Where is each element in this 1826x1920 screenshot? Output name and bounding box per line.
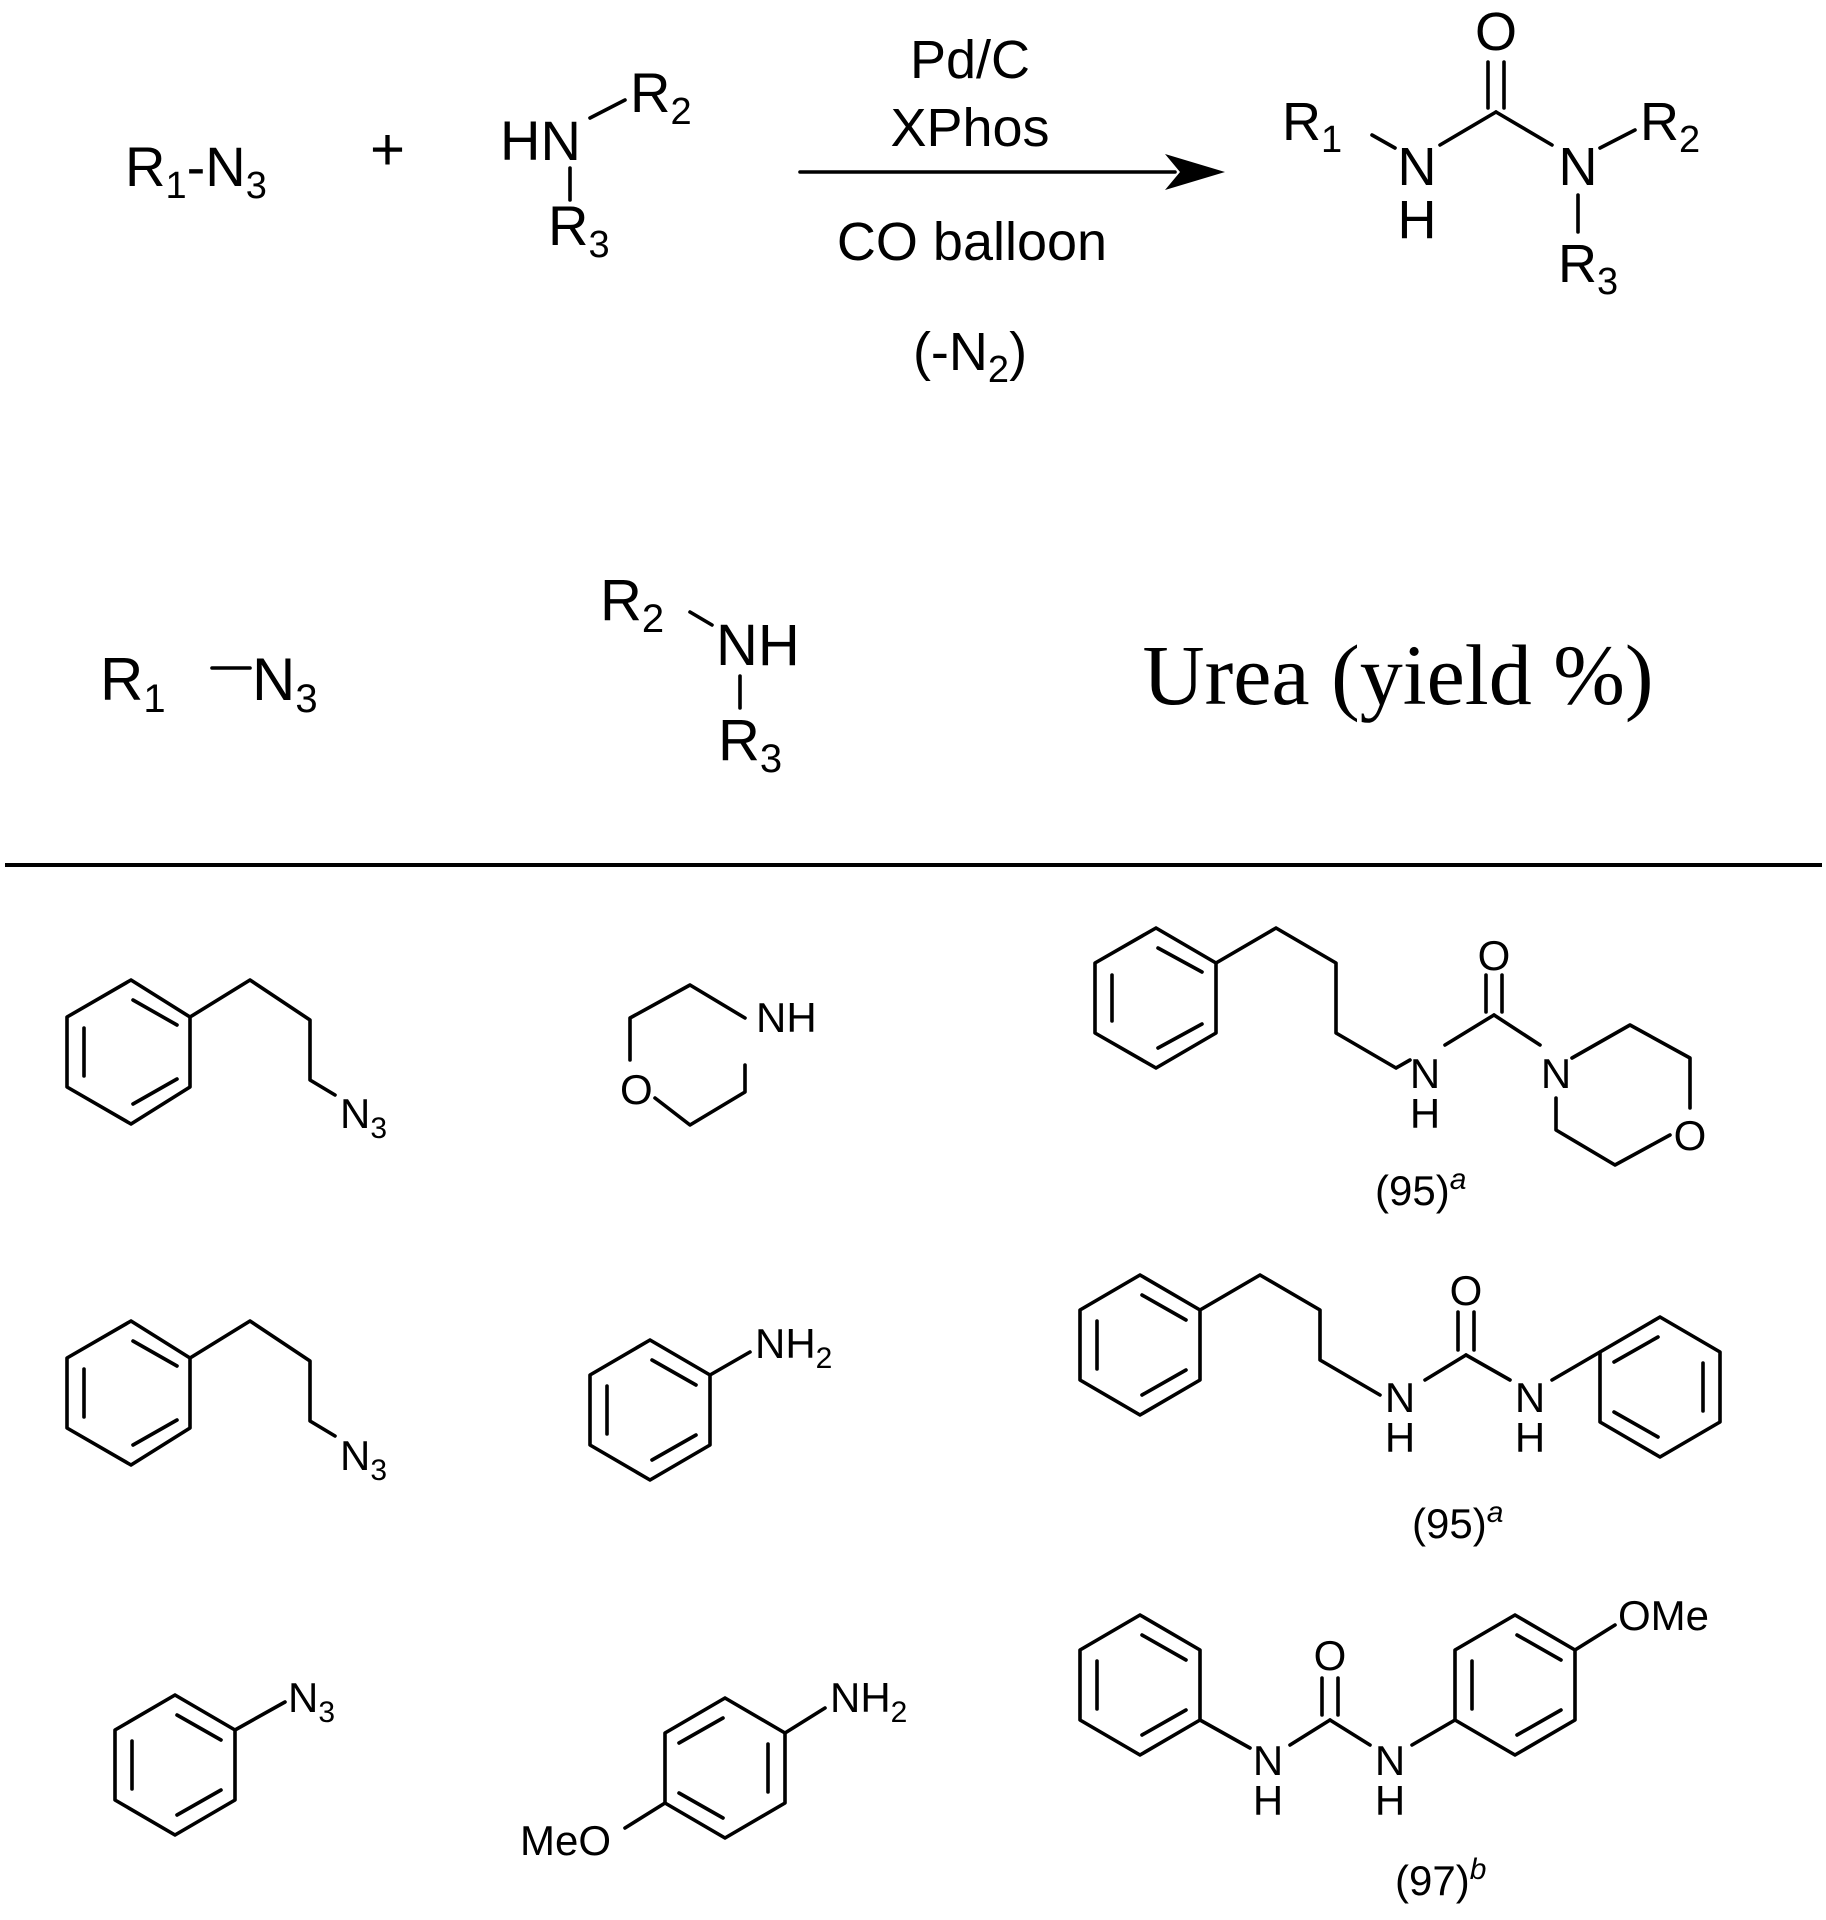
header-amine-r3: R3 <box>718 708 782 781</box>
reaction-arrow-group: Pd/C XPhos CO balloon (-N2) <box>798 30 1225 391</box>
yield-label-1: (95)a <box>1375 1163 1466 1214</box>
amine-reagent: HN R2 R3 <box>500 61 692 266</box>
amine-hn-label: HN <box>500 109 581 172</box>
urea-structure-3: N H O N H OMe <box>1078 1592 1709 1824</box>
product-r1: R1 <box>1282 92 1342 161</box>
header-azide: R1 <box>100 646 166 721</box>
header-urea-yield: Urea (yield %) <box>1143 627 1654 723</box>
morpholine-o: O <box>620 1066 653 1113</box>
urea-nh-h: H <box>1410 1090 1440 1137</box>
azide-structure-3: N3 <box>113 1674 335 1837</box>
aniline-nh2: NH2 <box>755 1320 832 1375</box>
header-amine-r2: R2 <box>600 568 664 641</box>
header-amine-nh: NH <box>716 613 800 678</box>
amine-structure-3: NH2 MeO <box>520 1674 907 1864</box>
header-azide-n3: N3 <box>252 646 318 721</box>
urea-nh2-n: N <box>1515 1374 1545 1421</box>
product-r2: R2 <box>1640 92 1700 161</box>
amine-structure-1: NH O <box>620 983 817 1127</box>
urea-nh-n: N <box>1385 1374 1415 1421</box>
azide-structure-2: N3 <box>65 1319 387 1487</box>
morpholine-nh: NH <box>756 994 817 1041</box>
urea-nh2-h: H <box>1515 1414 1545 1461</box>
urea-morpholine-n: N <box>1541 1050 1571 1097</box>
azide-structure-1: N3 <box>65 978 387 1145</box>
nitrogen-loss-label: (-N2) <box>913 322 1027 391</box>
amine-structure-2: NH2 <box>588 1320 832 1482</box>
table-row: N3 NH O O N H N O (95)a <box>65 926 1707 1214</box>
ligand-label: XPhos <box>890 98 1049 158</box>
table-row: N3 NH2 MeO N H O N H <box>113 1592 1709 1904</box>
amine-r2-label: R2 <box>630 61 692 133</box>
catalyst-label: Pd/C <box>910 30 1030 90</box>
urea-nh-n: N <box>1410 1050 1440 1097</box>
urea-structure-1: O N H N O <box>1093 926 1707 1167</box>
yield-label-2: (95)a <box>1412 1496 1503 1547</box>
product-nh-n: N <box>1398 137 1437 197</box>
urea-nh-h: H <box>1385 1414 1415 1461</box>
azide-n3-label: N3 <box>340 1432 387 1487</box>
urea-carbonyl-o: O <box>1314 1632 1347 1679</box>
urea-nh2-h: H <box>1375 1777 1405 1824</box>
azide-n3-label: N3 <box>288 1674 335 1729</box>
urea-structure-2: N H O N H <box>1078 1267 1722 1461</box>
amine-r3-label: R3 <box>548 194 610 266</box>
product-nh-h: H <box>1398 190 1437 250</box>
azide-n3-label: N3 <box>340 1090 387 1145</box>
plus-sign: + <box>370 116 405 183</box>
azide-reagent: R1-N3 <box>125 135 267 207</box>
co-balloon-label: CO balloon <box>837 212 1107 272</box>
product-n2: N <box>1559 137 1598 197</box>
urea-carbonyl-o: O <box>1450 1267 1483 1314</box>
anisidine-ome: MeO <box>520 1817 611 1864</box>
yield-label-3: (97)b <box>1395 1853 1486 1904</box>
reaction-equation: R1-N3 + HN R2 R3 Pd/C XPhos CO balloon (… <box>125 2 1700 391</box>
product-urea: O R1 N H N R2 R3 <box>1282 2 1700 303</box>
reaction-arrow-head <box>1165 154 1225 190</box>
table-header: R1 N3 R2 NH R3 Urea (yield %) <box>100 568 1653 781</box>
urea-carbonyl-o: O <box>1478 932 1511 979</box>
product-r3: R3 <box>1558 234 1618 303</box>
urea-nh-h: H <box>1253 1777 1283 1824</box>
anisidine-nh2: NH2 <box>830 1674 907 1729</box>
product-oxygen: O <box>1475 2 1517 62</box>
urea-morpholine-o: O <box>1674 1112 1707 1159</box>
urea-nh-n: N <box>1253 1737 1283 1784</box>
table-row: N3 NH2 N H O N H <box>65 1267 1722 1547</box>
urea-ome: OMe <box>1618 1592 1709 1639</box>
urea-nh2-n: N <box>1375 1737 1405 1784</box>
